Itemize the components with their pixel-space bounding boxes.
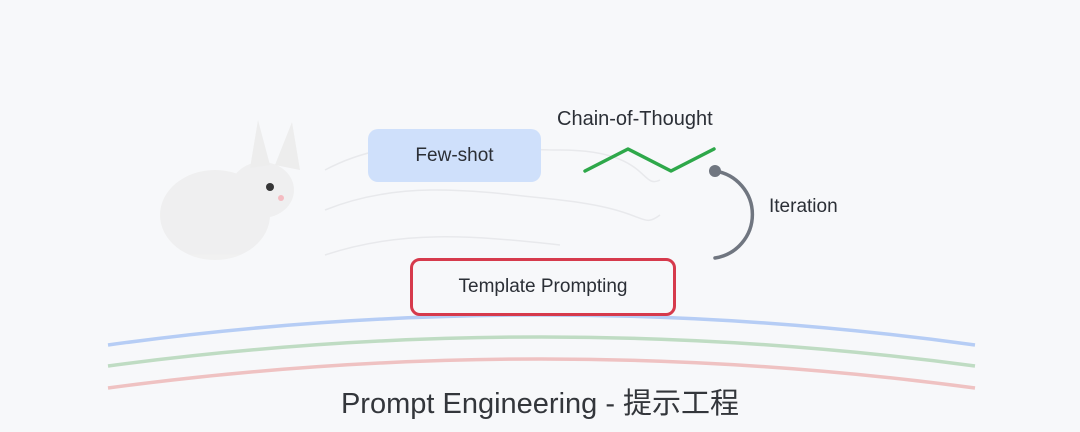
chain-of-thought-label: Chain-of-Thought [557,108,713,130]
diagram-title: Prompt Engineering - 提示工程 [340,388,740,420]
iteration-dot [709,165,721,177]
chain-zigzag [583,147,716,173]
arc-green [107,335,976,368]
template-prompting-node: Template Prompting [410,258,676,316]
rabbit-icon [160,120,300,260]
few-shot-node: Few-shot [368,129,541,182]
iteration-arc [713,169,755,260]
arc-red [107,357,976,390]
arc-blue [107,313,976,347]
iteration-label: Iteration [769,196,838,217]
